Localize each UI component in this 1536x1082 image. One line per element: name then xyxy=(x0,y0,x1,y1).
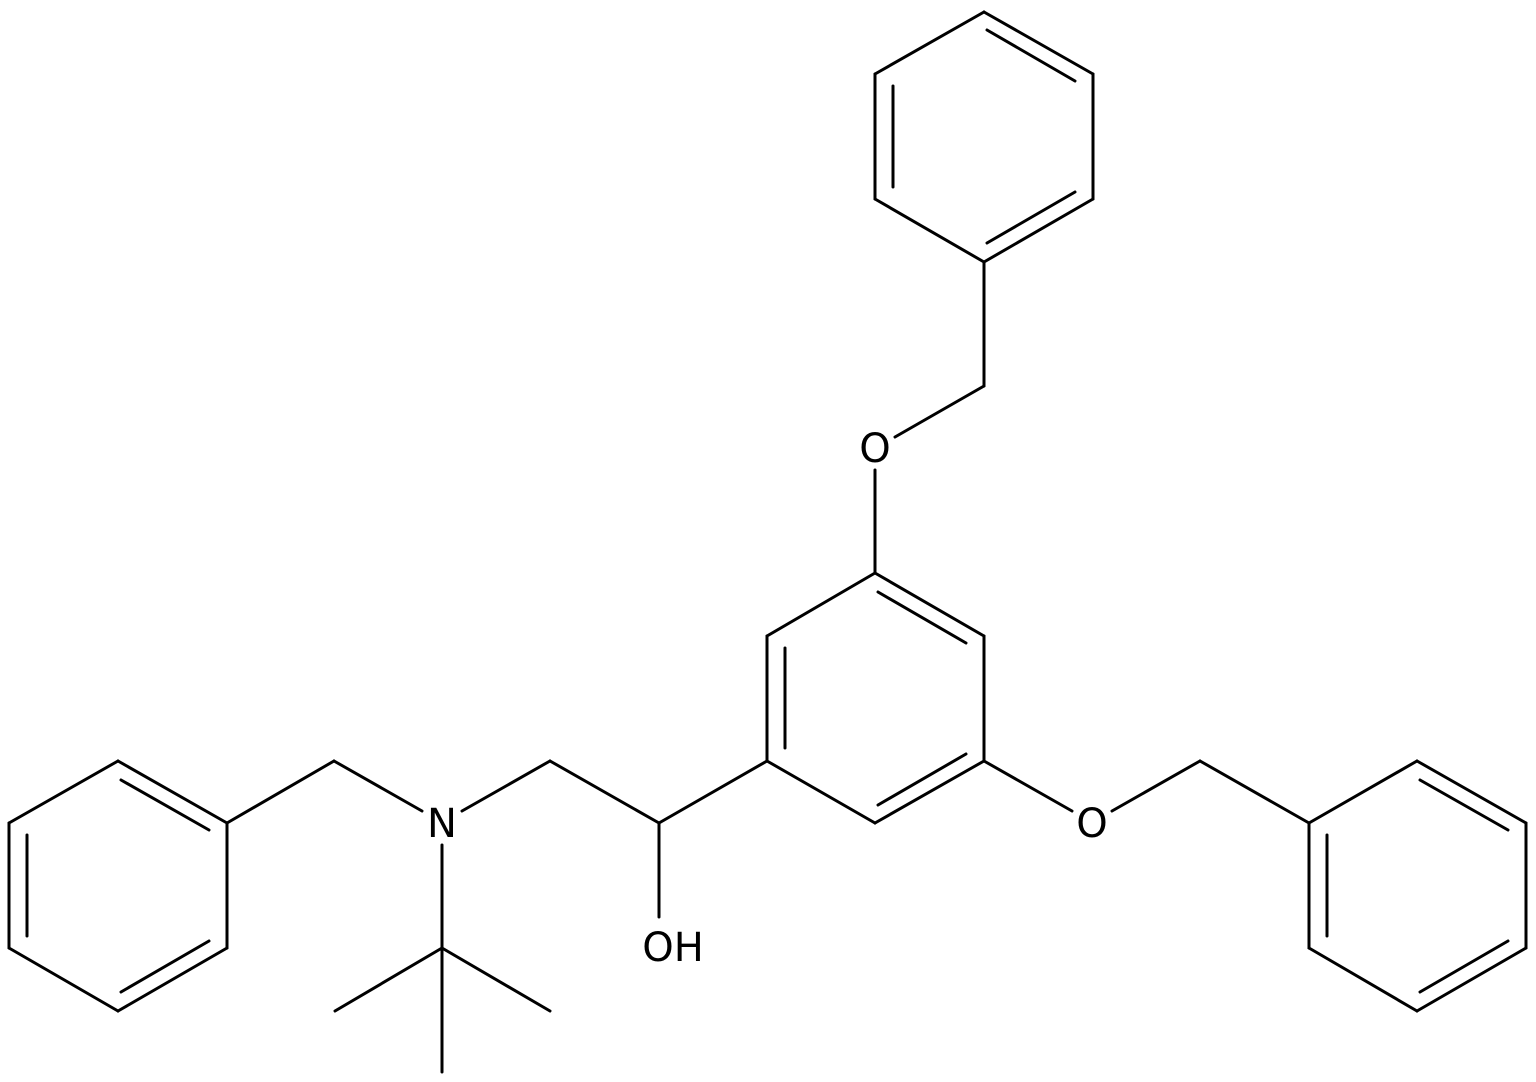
central-aromatic-ring xyxy=(765,571,986,825)
double-bond-inner xyxy=(985,28,1077,83)
tert-butyl-group xyxy=(333,843,552,1074)
hydroxyl-label: OH xyxy=(642,925,704,971)
bond xyxy=(548,759,661,825)
top-phenyl-ring xyxy=(873,10,1095,264)
double-bond-inner xyxy=(119,778,211,832)
oxygen-label-upper: O xyxy=(859,426,890,472)
double-bond-inner xyxy=(876,590,968,645)
bond xyxy=(225,759,336,825)
bond xyxy=(333,946,444,1013)
right-phenyl-ring xyxy=(1307,759,1528,1013)
bond xyxy=(982,10,1095,76)
bond xyxy=(982,197,1095,264)
bond xyxy=(332,759,424,813)
bond xyxy=(873,759,986,825)
bond xyxy=(7,759,120,825)
double-bond-inner xyxy=(985,190,1077,245)
bond xyxy=(7,946,120,1013)
bond xyxy=(765,571,877,638)
bond xyxy=(873,197,986,264)
bond xyxy=(460,759,552,813)
oxygen-label-right: O xyxy=(1076,801,1107,847)
double-bond-inner xyxy=(876,752,968,807)
top-benzyloxy-linker xyxy=(873,260,986,575)
bond xyxy=(1307,946,1419,1013)
n-benzyl-linker xyxy=(225,759,424,825)
nitrogen-label: N xyxy=(427,801,457,847)
bond xyxy=(982,759,1074,813)
bond xyxy=(1110,759,1202,813)
double-bond-inner xyxy=(1418,778,1510,832)
bond xyxy=(1415,759,1528,825)
bond xyxy=(116,946,229,1013)
bond xyxy=(1198,759,1311,825)
bond xyxy=(1307,759,1419,825)
bond xyxy=(116,759,229,825)
bond xyxy=(873,571,986,638)
bond xyxy=(893,384,986,439)
double-bond-inner xyxy=(119,939,211,994)
left-phenyl-ring xyxy=(7,759,229,1013)
bond xyxy=(873,10,986,76)
right-benzyloxy-linker xyxy=(982,759,1311,825)
bond xyxy=(1415,946,1528,1013)
bond xyxy=(657,759,769,825)
ethanolamine-side-chain xyxy=(460,759,769,919)
bond xyxy=(765,759,877,825)
bond xyxy=(440,946,552,1013)
double-bond-inner xyxy=(1418,939,1510,994)
